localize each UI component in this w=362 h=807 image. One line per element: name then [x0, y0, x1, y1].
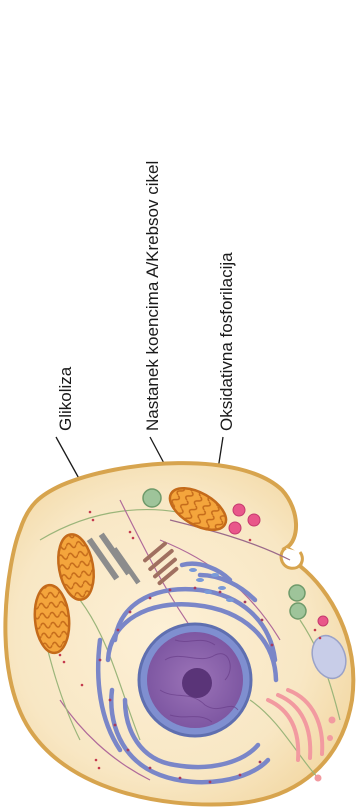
vesicle-icon: [289, 585, 305, 601]
label-oxphos: Oksidativna fosforilacija: [217, 252, 236, 431]
nucleolus: [182, 668, 212, 698]
vesicle-icon: [143, 489, 161, 507]
vesicle-icon: [290, 603, 306, 619]
membrane-notch: [281, 548, 302, 568]
label-krebs: Nastanek koencima A/Krebsov cikel: [143, 161, 162, 431]
label-glycolysis: Glikoliza: [56, 366, 75, 431]
